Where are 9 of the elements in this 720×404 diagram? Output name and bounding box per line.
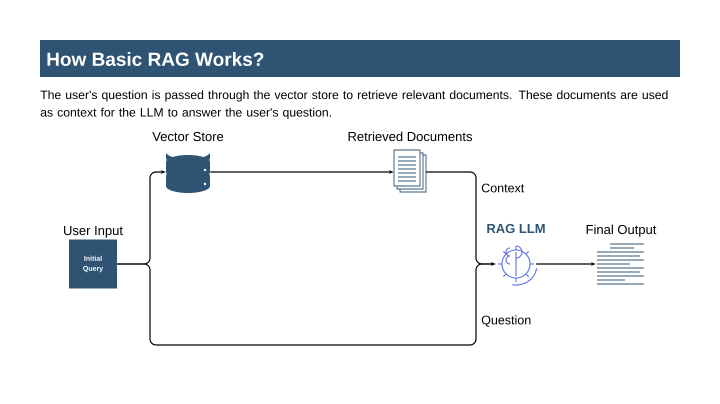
- node-heading: RAG LLM: [487, 224, 545, 234]
- node-heading: Final Output: [586, 224, 656, 237]
- title-banner: How Basic RAG Works?: [40, 40, 680, 77]
- node-heading: Retrieved Documents: [348, 132, 472, 142]
- edge-label: Question: [480, 314, 532, 328]
- edge-label: Context: [480, 182, 526, 194]
- description-text: The user's question is passed through the vector store to retrieve relevant documents. These documents are used as context for the LLM to answer the user's question.: [40, 90, 668, 120]
- node-heading: User Input: [64, 226, 123, 238]
- node-heading: Vector Store: [152, 132, 224, 142]
